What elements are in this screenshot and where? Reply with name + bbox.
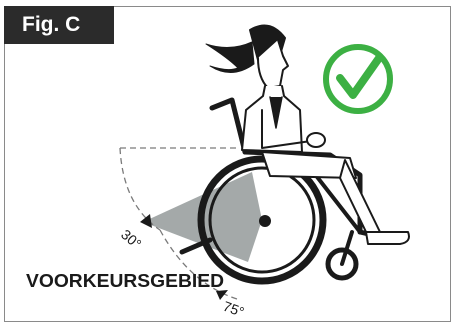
preferred-zone-label: VOORKEURSGEBIED [26, 271, 224, 291]
angle-label-75: 75° [221, 298, 246, 320]
wheel-hub [259, 215, 271, 227]
angle-label-30: 30° [118, 226, 145, 252]
angle-arrow-30 [140, 214, 152, 228]
check-icon [326, 47, 390, 111]
